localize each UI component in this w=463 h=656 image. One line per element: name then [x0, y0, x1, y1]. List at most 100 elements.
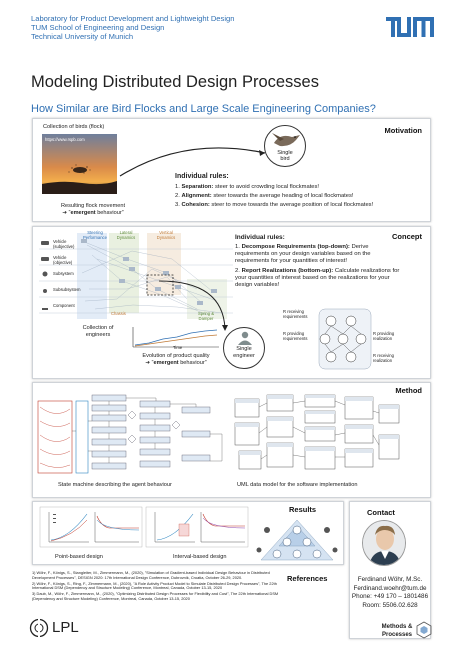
rule-num: 1. — [175, 184, 180, 190]
rule-bold: Separation: — [181, 184, 214, 190]
single-bird-label: Single bird — [265, 150, 305, 162]
header-line-1: Laboratory for Product Development and L… — [31, 14, 235, 23]
motivation-heading: Motivation — [384, 126, 423, 135]
lpl-logo-icon — [29, 617, 49, 639]
flock-emergent-suffix: behaviour” — [95, 209, 124, 216]
reference-item: 1) Wöhr, F., Königs, S., Stangleiter, M.… — [32, 570, 270, 580]
row-label: Vehicle (subjective) — [53, 239, 75, 249]
tum-logo — [386, 17, 434, 37]
photo-url: https://www.rspb.com — [45, 137, 85, 142]
evolution-emergent-suffix: behaviour” — [178, 359, 207, 366]
poster-title: Modeling Distributed Design Processes — [31, 73, 319, 91]
contact-name: Ferdinand Wöhr, M.Sc. — [357, 576, 423, 583]
concept-heading: Concept — [392, 232, 422, 241]
product-quality-chart — [132, 327, 219, 348]
rule-num: 3. — [175, 201, 180, 208]
motivation-panel: Motivation Collection of birds (flock) h… — [32, 118, 431, 222]
rule-text: steer towards the average heading of loc… — [211, 192, 354, 199]
contact-phone: Phone: +49 170 – 1801486 — [351, 593, 429, 601]
motivation-rules-title: Individual rules: — [175, 173, 229, 180]
contact-panel: Contact — [349, 501, 431, 639]
single-engineer-label-2: engineer — [233, 352, 255, 359]
diagram-label-3: R providing realization — [373, 331, 395, 341]
results-network-diagram — [256, 519, 338, 561]
rule-bold: Cohesion: — [181, 201, 210, 208]
references-heading: References — [287, 574, 328, 583]
flock-caption-text: Resulting flock movement — [60, 203, 126, 209]
state-machine-caption: State machine describing the agent behav… — [58, 482, 172, 488]
collection-engineers: Collection of engineers — [73, 325, 123, 339]
requirements-node-diagram — [318, 308, 372, 370]
rule-bold: Report Realizations (bottom-up): — [241, 268, 334, 275]
concept-rules-title: Individual rules: — [235, 234, 285, 241]
avatar — [363, 521, 405, 565]
motivation-rule: 1. Separation: steer to avoid crowding l… — [175, 183, 425, 192]
reference-item: 3) Daub, M., Wöhr, F., Zimmermann, M., (… — [32, 591, 279, 601]
state-machine-diagram — [37, 394, 223, 474]
contact-room: Room: 5506.02.628 — [362, 601, 418, 609]
footer-tag-1: Methods & — [381, 624, 413, 630]
header-line-3: Technical University of Munich — [31, 32, 134, 42]
contact-heading: Contact — [367, 508, 395, 517]
collection-label: Collection of birds (flock) — [43, 124, 105, 130]
rule-text: Derive requirements on your design varia… — [235, 244, 371, 265]
reference-item: 2) Wöhr, F., Königs, S., Ring, F., Zimme… — [32, 580, 277, 591]
interval-caption: Interval-based design — [173, 554, 227, 560]
header-institution: Laboratory for Product Development and L… — [31, 14, 234, 42]
references-list: 1) Wöhr, F., Königs, S., Stangleiter, M.… — [32, 570, 284, 602]
uml-caption: UML data model for the software implemen… — [237, 482, 358, 488]
concept-panel: Concept Vehicle (subjective) Ve — [32, 226, 431, 379]
evolution-emergent-bold: emergent — [153, 359, 179, 366]
single-bird-label-1: Single — [277, 150, 293, 156]
flock-emergent-prefix: ➔ “ — [62, 209, 71, 216]
col-label-2: Lateral Dynamics — [116, 230, 136, 240]
results-heading: Results — [289, 505, 317, 514]
motivation-rules: Individual rules: 1. Separation: steer t… — [175, 173, 425, 209]
rule-num: 1. — [235, 244, 240, 250]
footer-tag-2: Processes — [381, 631, 413, 638]
single-engineer-circle: Single engineer — [223, 327, 265, 369]
arrow-icon — [119, 147, 266, 177]
engineer-icon — [238, 331, 252, 345]
evolution-caption-text: Evolution of product quality — [142, 353, 210, 359]
concept-rule: 1. Decompose Requirements (top-down): De… — [235, 244, 400, 265]
rule-text: steer to move towards the average positi… — [209, 201, 374, 208]
concept-matrix-diagram — [39, 233, 233, 319]
point-based-chart — [39, 506, 143, 548]
motivation-rule: 3. Cohesion: steer to move towards the a… — [175, 201, 425, 210]
method-heading: Method — [395, 386, 422, 395]
col-label-4: Chassis — [111, 311, 126, 316]
single-engineer-label-1: Single — [236, 346, 252, 352]
rule-bold: Decompose Requirements (top-down): — [241, 244, 350, 250]
row-label: Subsystem — [53, 271, 74, 276]
evolution-emergent: ➔ “emergent behaviour” — [121, 360, 231, 367]
interval-based-chart — [145, 506, 249, 548]
contact-details: Ferdinand Wöhr, M.Sc. Ferdinand.woehr@tu… — [340, 576, 440, 610]
rule-num: 2. — [175, 192, 180, 199]
diagram-label-1: R receiving requirements — [283, 309, 308, 319]
lpl-logo-text: LPL — [52, 619, 79, 636]
row-label: Component — [53, 303, 75, 308]
motivation-rule: 2. Alignment: steer towards the average … — [175, 192, 425, 201]
flock-photo: https://www.rspb.com — [42, 134, 117, 194]
row-label: Subsubsystem — [53, 287, 81, 292]
collection-engineers-2: engineers — [85, 331, 111, 338]
single-engineer-label: Single engineer — [224, 346, 264, 359]
col-label-1: Steering Performance — [83, 230, 107, 240]
single-bird-label-2: bird — [280, 156, 290, 162]
hexagon-icon — [416, 621, 432, 639]
col-label-5: Spring & Damper — [197, 311, 215, 321]
rule-text: steer to avoid crowding local flockmates… — [213, 184, 320, 190]
bird-icon — [272, 133, 300, 147]
poster-subtitle: How Similar are Bird Flocks and Large Sc… — [31, 103, 376, 115]
time-label: Time — [173, 345, 183, 350]
row-labels: Vehicle (subjective) Vehicle (objective)… — [53, 239, 81, 319]
flock-emergent-bold: emergent — [70, 209, 96, 216]
uml-diagram — [234, 394, 400, 470]
evolution-caption: Evolution of product quality ➔ “emergent… — [121, 353, 231, 367]
flock-caption: Resulting flock movement ➔ “emergent beh… — [53, 203, 133, 217]
col-label-3: Vertical Dynamics — [156, 230, 176, 240]
concept-rules: Individual rules: 1. Decompose Requireme… — [235, 234, 400, 290]
footer-tag: Methods & Processes — [379, 624, 415, 639]
point-caption: Point-based design — [55, 554, 103, 560]
